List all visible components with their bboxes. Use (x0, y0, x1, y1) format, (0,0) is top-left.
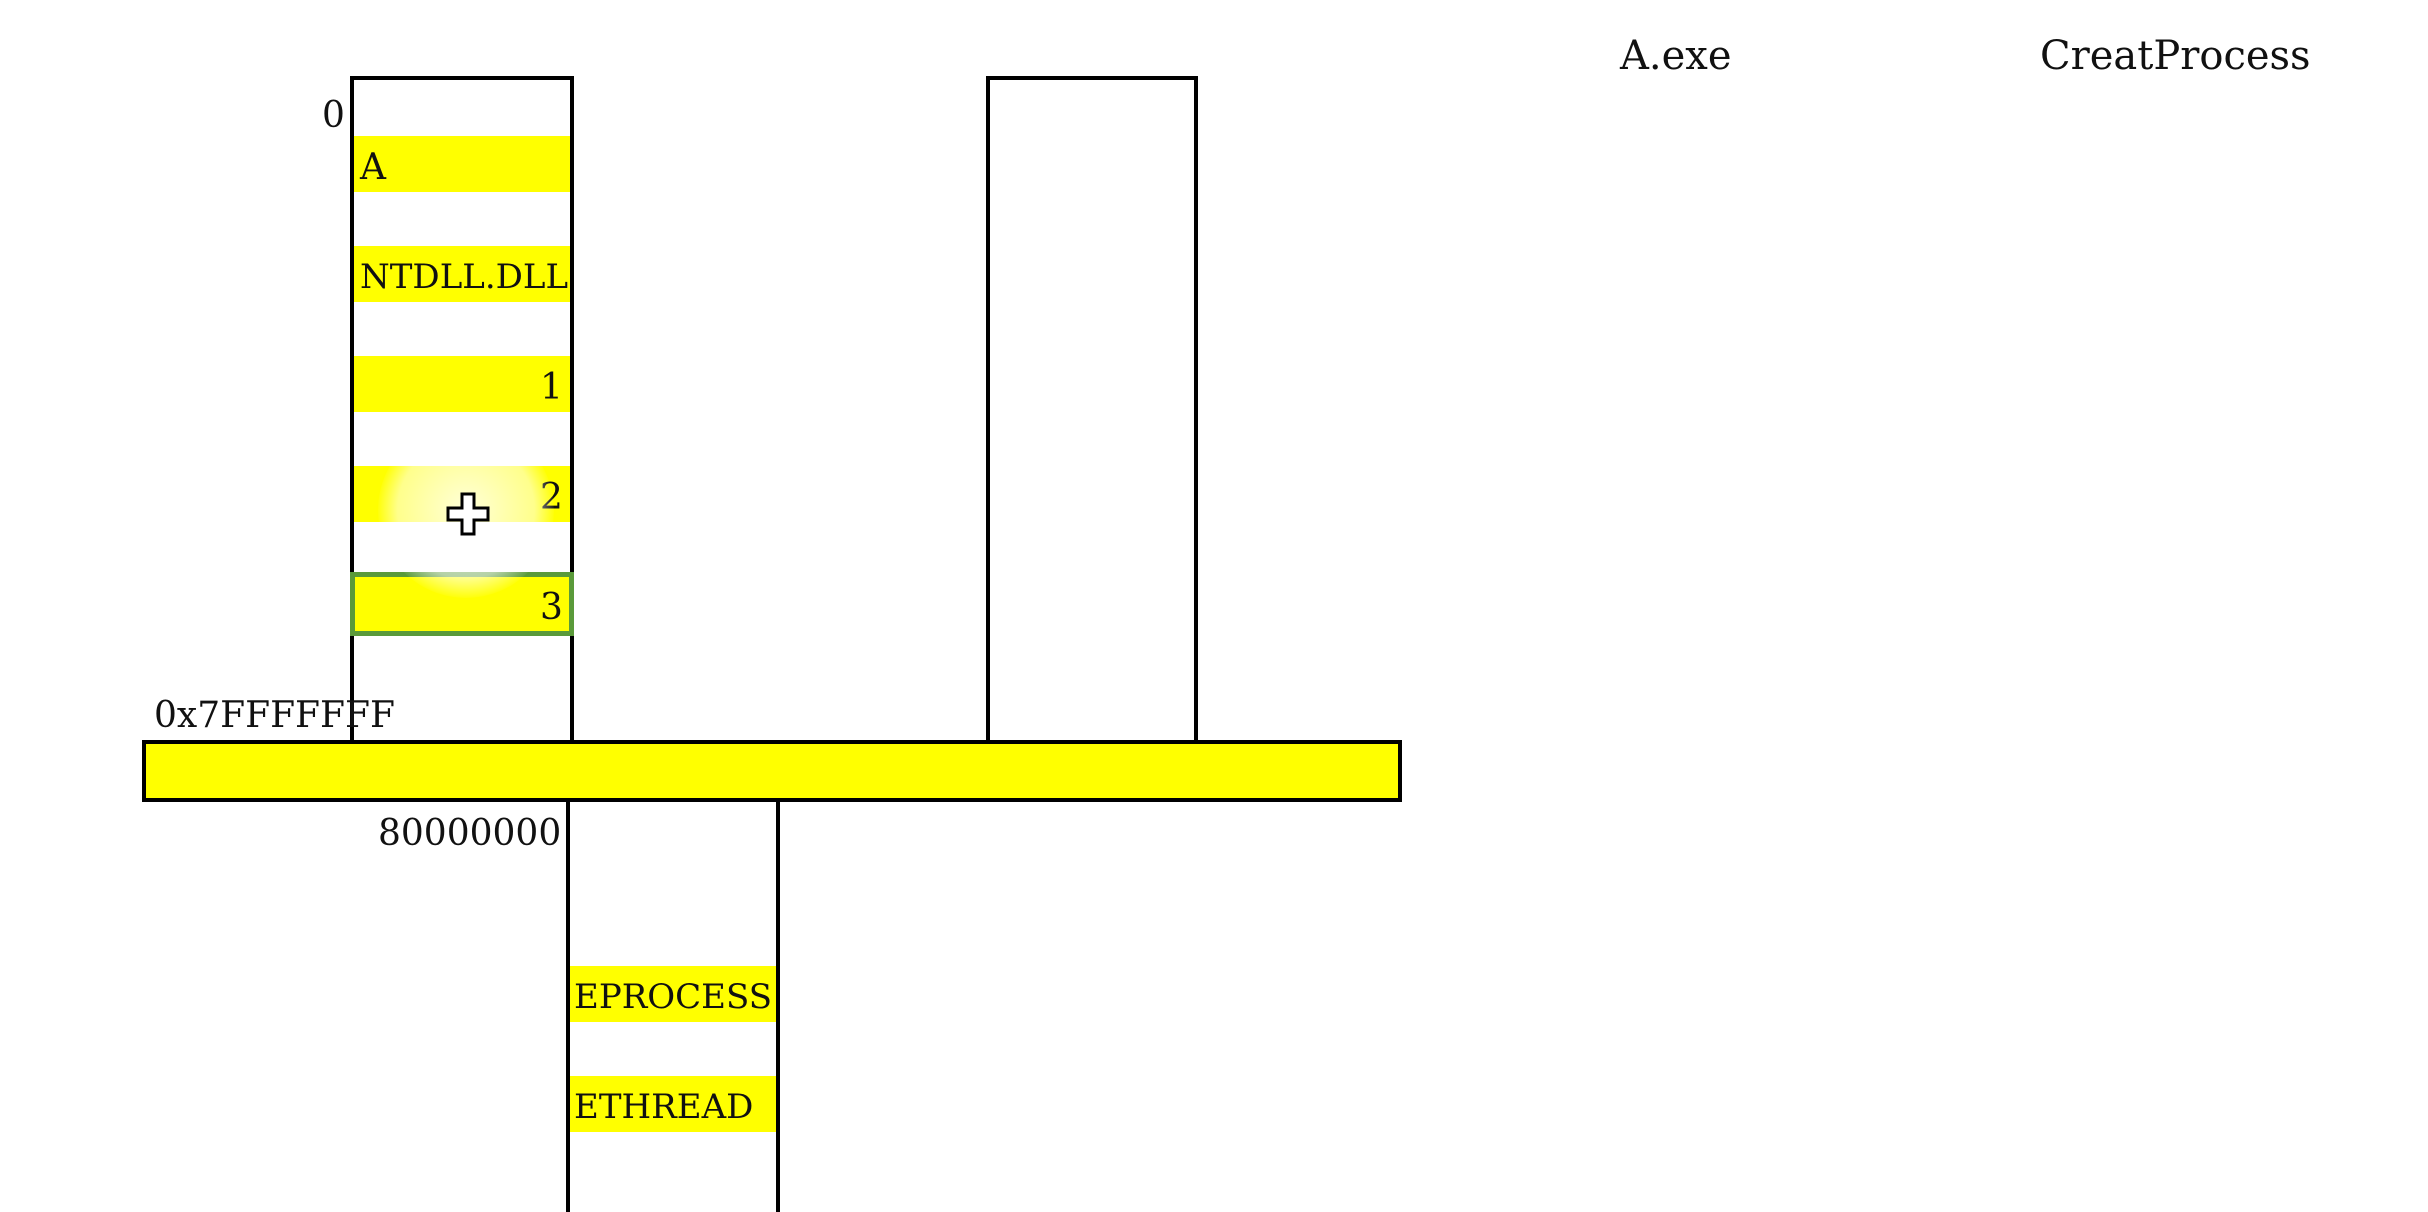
module-band-ntdll (354, 246, 570, 302)
move-cursor-icon (446, 492, 490, 536)
kernel-band-eprocess (570, 966, 776, 1022)
kernel-band-ethread (570, 1076, 776, 1132)
kernel-label-eprocess: EPROCESS (574, 977, 772, 1017)
module-label-3: 3 (540, 587, 563, 628)
user-space-end-address: 0x7FFFFFFF (154, 695, 395, 736)
kernel-space-start-address: 80000000 (378, 813, 562, 854)
user-space-column (350, 76, 574, 744)
kernel-boundary-bar (142, 740, 1402, 802)
exe-label: A.exe (1620, 33, 1732, 79)
kernel-space-column (566, 798, 780, 1212)
kernel-label-ethread: ETHREAD (574, 1087, 754, 1127)
module-label-1: 1 (540, 367, 563, 408)
module-label-ntdll: NTDLL.DLL (360, 257, 569, 297)
module-band-1 (354, 356, 570, 412)
module-label-a: A (360, 147, 386, 188)
module-band-a (354, 136, 570, 192)
api-label: CreatProcess (2040, 33, 2311, 79)
second-process-column (986, 76, 1198, 744)
user-space-start-address: 0 (322, 95, 345, 136)
